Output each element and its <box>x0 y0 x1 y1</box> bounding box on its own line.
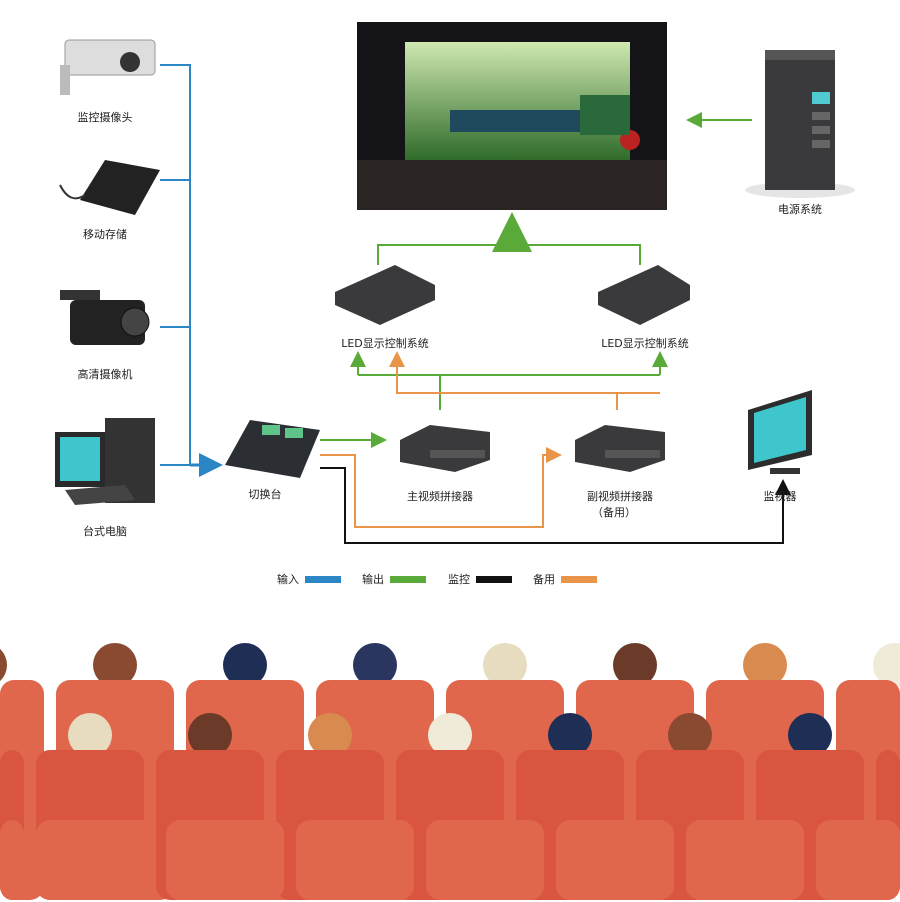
sub-splicer-icon <box>575 425 665 472</box>
audience-head <box>0 648 7 682</box>
label-led-left: LED显示控制系统 <box>341 337 429 350</box>
label-led-right: LED显示控制系统 <box>601 337 689 350</box>
seat <box>686 820 804 900</box>
input-lines <box>160 64 223 477</box>
main-splicer-icon <box>400 425 490 472</box>
audience-head <box>548 713 592 757</box>
seat <box>166 820 284 900</box>
label-storage: 移动存储 <box>83 228 127 241</box>
audience <box>0 643 900 900</box>
label-pc: 台式电脑 <box>83 525 127 538</box>
desktop-pc-icon <box>55 418 155 505</box>
led-controller-right-icon <box>598 265 690 325</box>
audience-head <box>668 713 712 757</box>
legend-monitor: 监控 <box>448 571 512 587</box>
camcorder-icon <box>60 290 150 345</box>
surveillance-camera-icon <box>60 39 156 95</box>
legend-swatch <box>390 575 426 583</box>
label-power: 电源系统 <box>778 203 822 216</box>
seat <box>556 820 674 900</box>
audience-head <box>483 643 527 687</box>
label-sub-splicer: 副视频拼接器 <box>587 490 653 503</box>
output-lines <box>320 212 668 448</box>
audience-head <box>353 643 397 687</box>
switcher-icon <box>225 420 320 478</box>
seat <box>0 820 24 900</box>
audience-head <box>613 643 657 687</box>
label-sub-splicer-note: （备用） <box>592 506 636 519</box>
backup-lines <box>320 351 660 528</box>
legend-label: 输入 <box>277 573 299 586</box>
monitor-line <box>320 467 791 544</box>
seat <box>296 820 414 900</box>
legend-label: 备用 <box>533 573 555 586</box>
audience-head <box>743 643 787 687</box>
legend-label: 输出 <box>362 573 384 586</box>
audience-head <box>188 713 232 757</box>
monitor-icon <box>748 390 812 474</box>
audience-head <box>428 713 472 757</box>
label-camera: 监控摄像头 <box>77 111 133 124</box>
audience-head <box>68 713 112 757</box>
legend-swatch <box>476 575 512 583</box>
audience-head <box>788 713 832 757</box>
seat <box>36 820 154 900</box>
seat <box>426 820 544 900</box>
audience-head <box>223 643 267 687</box>
audience-head <box>93 643 137 687</box>
label-main-splicer: 主视频拼接器 <box>407 490 473 503</box>
legend-swatch <box>561 575 597 583</box>
legend-backup: 备用 <box>533 571 597 587</box>
label-switcher: 切换台 <box>248 488 282 501</box>
portable-storage-icon <box>59 160 160 215</box>
legend-swatch <box>305 575 341 583</box>
audience-head <box>308 713 352 757</box>
audience-head <box>873 643 900 687</box>
label-monitor: 监视器 <box>763 490 797 503</box>
power-cabinet-icon <box>745 50 855 198</box>
led-screen <box>357 22 667 210</box>
label-camcorder: 高清摄像机 <box>77 368 133 381</box>
legend-label: 监控 <box>448 573 470 586</box>
seat <box>816 820 900 900</box>
legend-output: 输出 <box>362 571 426 587</box>
led-controller-left-icon <box>335 265 435 325</box>
legend-input: 输入 <box>277 571 341 587</box>
